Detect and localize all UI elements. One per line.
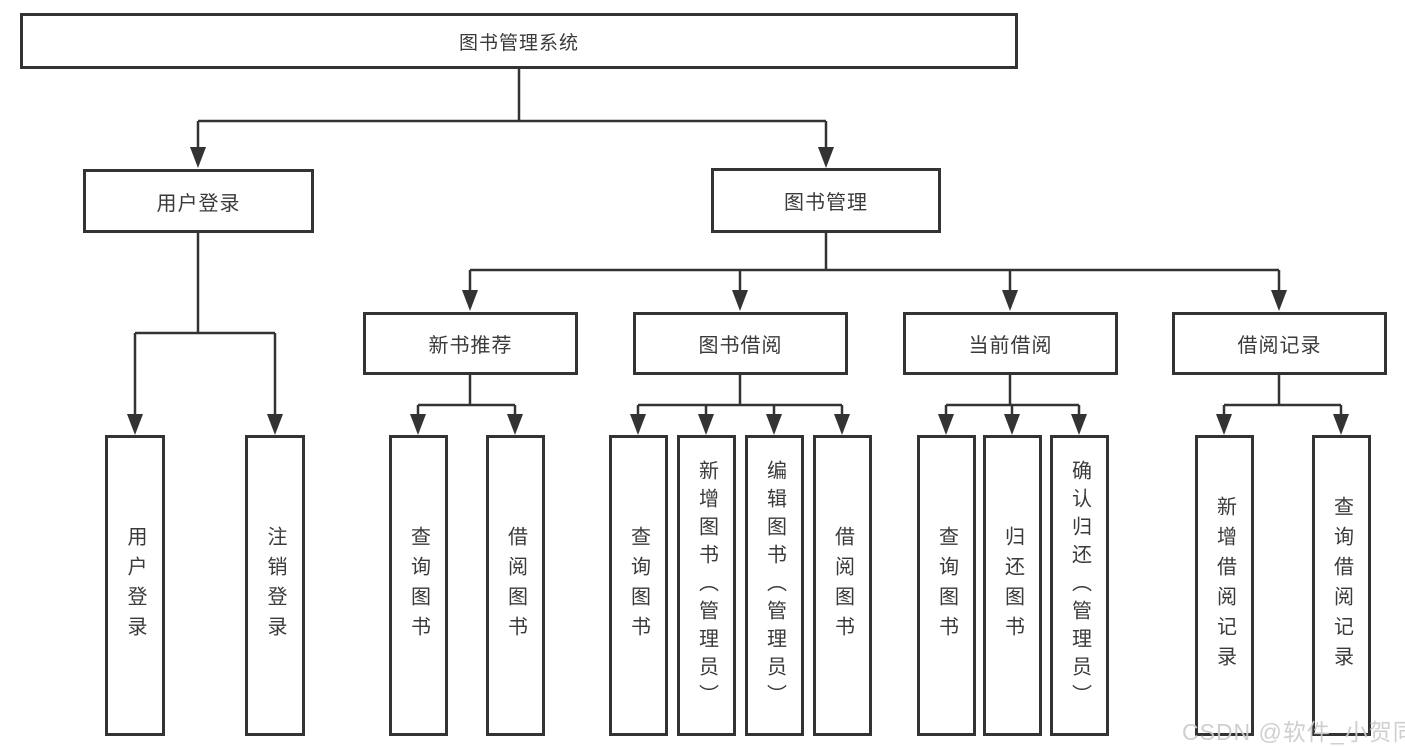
leaf-return-books: 归还图书 [983, 435, 1042, 736]
node-root-label: 图书管理系统 [458, 32, 579, 54]
leaf-logout-label: 注销登录 [264, 525, 286, 646]
leaf-query-books-1: 查询图书 [389, 435, 448, 736]
leaf-return-books-label: 归还图书 [1001, 525, 1024, 646]
node-borrow-record-label: 借阅记录 [1237, 335, 1322, 357]
node-root-system: 图书管理系统 [20, 13, 1018, 69]
node-book-manage: 图书管理 [711, 168, 941, 233]
leaf-add-books-admin: 新增图书（管理员） [677, 435, 736, 736]
leaf-query-books-3: 查询图书 [917, 435, 976, 736]
node-book-borrow-label: 图书借阅 [698, 335, 783, 357]
leaf-query-borrow-record-label: 查询借阅记录 [1330, 495, 1353, 676]
leaf-borrow-books-2: 借阅图书 [813, 435, 872, 736]
leaf-query-books-2-label: 查询图书 [627, 525, 650, 646]
leaf-logout: 注销登录 [245, 435, 305, 736]
leaf-query-books-2: 查询图书 [609, 435, 668, 736]
leaf-query-books-3-label: 查询图书 [935, 525, 958, 646]
node-book-borrow: 图书借阅 [633, 312, 848, 375]
leaf-query-borrow-record: 查询借阅记录 [1312, 435, 1371, 736]
node-new-book-recommend-label: 新书推荐 [428, 335, 513, 357]
leaf-edit-books-admin-label: 编辑图书（管理员） [763, 459, 786, 712]
leaf-borrow-books-1-label: 借阅图书 [504, 525, 527, 646]
node-new-book-recommend: 新书推荐 [363, 312, 578, 375]
node-user-login-label: 用户登录 [156, 192, 241, 215]
leaf-add-borrow-record: 新增借阅记录 [1195, 435, 1254, 736]
leaf-add-books-admin-label: 新增图书（管理员） [695, 459, 718, 712]
leaf-query-books-1-label: 查询图书 [407, 525, 430, 646]
leaf-borrow-books-1: 借阅图书 [486, 435, 545, 736]
node-borrow-record: 借阅记录 [1172, 312, 1387, 375]
node-user-login: 用户登录 [83, 169, 314, 233]
leaf-borrow-books-2-label: 借阅图书 [831, 525, 854, 646]
csdn-watermark: CSDN @软件_小贺同学 [1182, 719, 1405, 745]
leaf-add-borrow-record-label: 新增借阅记录 [1213, 495, 1236, 676]
node-current-borrow: 当前借阅 [903, 312, 1118, 375]
node-current-borrow-label: 当前借阅 [968, 335, 1053, 357]
leaf-edit-books-admin: 编辑图书（管理员） [745, 435, 804, 736]
leaf-user-login: 用户登录 [105, 435, 165, 736]
leaf-confirm-return-admin-label: 确认归还（管理员） [1068, 459, 1091, 712]
leaf-confirm-return-admin: 确认归还（管理员） [1050, 435, 1109, 736]
leaf-user-login-label: 用户登录 [124, 525, 146, 646]
node-book-manage-label: 图书管理 [784, 192, 868, 214]
